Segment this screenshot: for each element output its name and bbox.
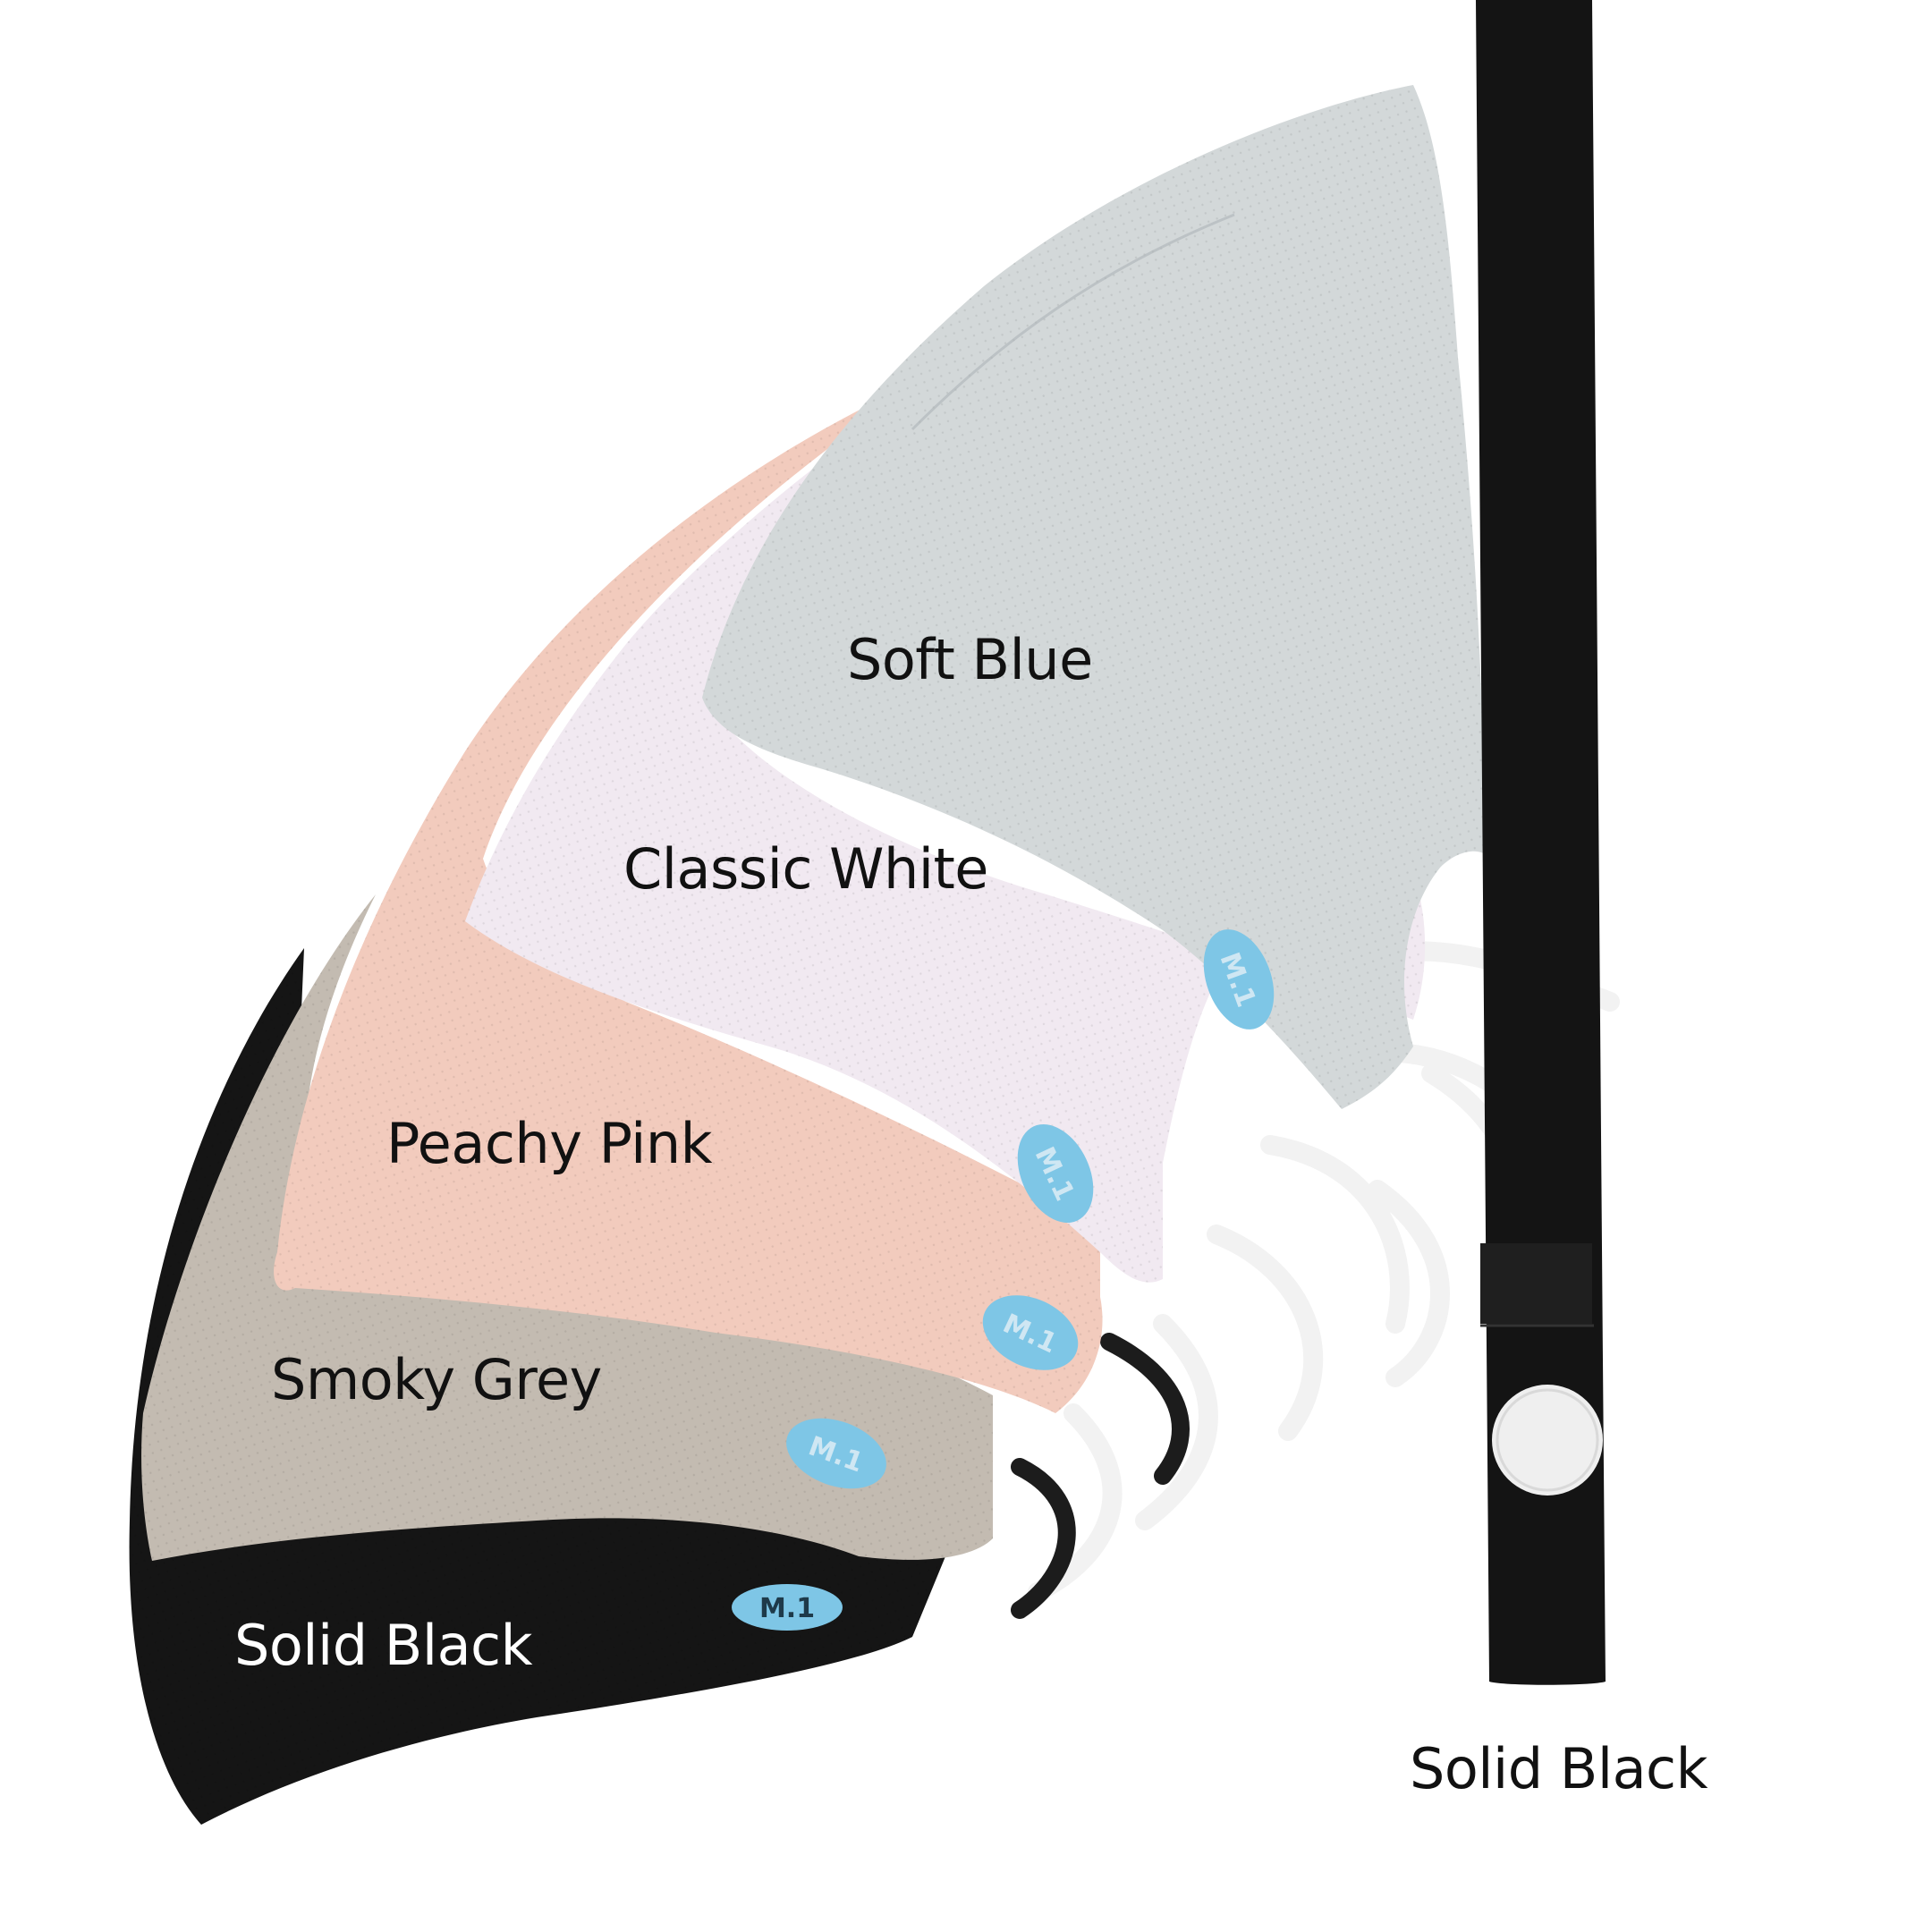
label-solid-black-strap: Solid Black bbox=[1410, 1736, 1708, 1801]
label-peachy-pink: Peachy Pink bbox=[386, 1111, 713, 1176]
snap-button bbox=[1492, 1385, 1603, 1496]
badge-smoky-grey: M.1 bbox=[786, 1418, 886, 1489]
label-solid-black-mask: Solid Black bbox=[234, 1613, 533, 1678]
badge-peachy-pink: M.1 bbox=[982, 1295, 1079, 1370]
badge-solid-black: M.1 bbox=[732, 1584, 843, 1631]
badge-classic-white: M.1 bbox=[1017, 1124, 1094, 1223]
label-soft-blue: Soft Blue bbox=[847, 627, 1093, 692]
badge-soft-blue: M.1 bbox=[1203, 929, 1275, 1030]
label-classic-white: Classic White bbox=[623, 836, 988, 902]
svg-text:M.1: M.1 bbox=[759, 1593, 815, 1624]
strap-solid-black bbox=[1476, 0, 1606, 1685]
dark-ear-loops bbox=[1011, 1333, 1190, 1619]
label-smoky-grey: Smoky Grey bbox=[271, 1347, 602, 1412]
